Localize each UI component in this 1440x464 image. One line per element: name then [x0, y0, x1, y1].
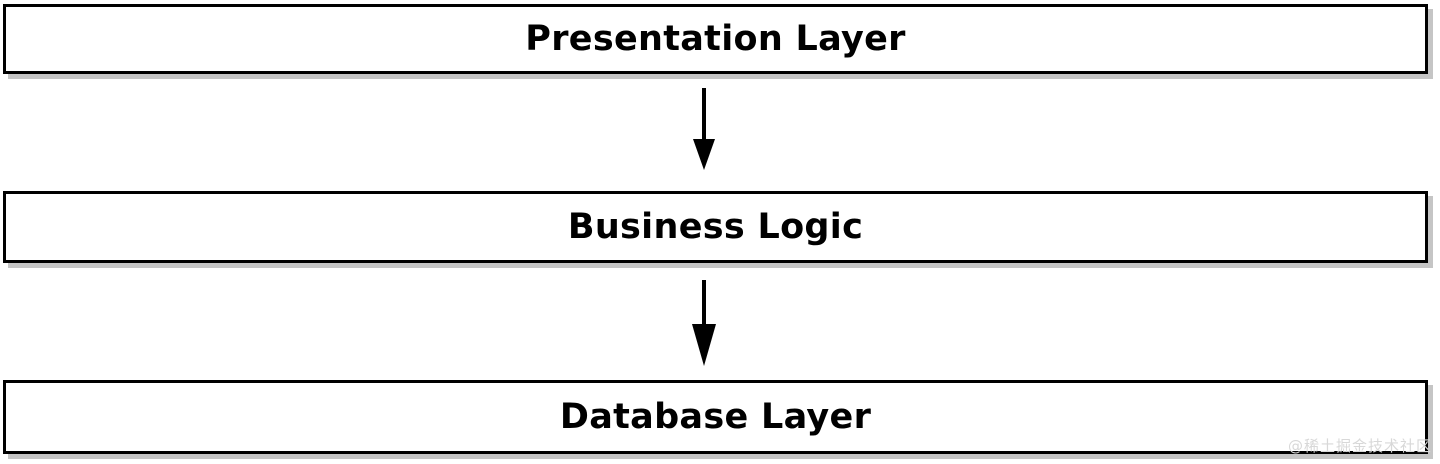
down-arrow-icon: [693, 88, 715, 170]
layer-box-database[interactable]: Database Layer: [3, 380, 1428, 454]
layer-box-presentation[interactable]: Presentation Layer: [3, 4, 1428, 74]
layer-label-business: Business Logic: [567, 206, 864, 247]
layer-label-database: Database Layer: [559, 396, 872, 437]
arrow-business-to-database: [682, 278, 726, 368]
arrow-presentation-to-business: [682, 86, 726, 172]
layer-box-business[interactable]: Business Logic: [3, 191, 1428, 263]
watermark-text: @稀土掘金技术社区: [1287, 437, 1432, 455]
down-arrow-icon: [692, 280, 716, 366]
layer-label-presentation: Presentation Layer: [525, 18, 906, 59]
